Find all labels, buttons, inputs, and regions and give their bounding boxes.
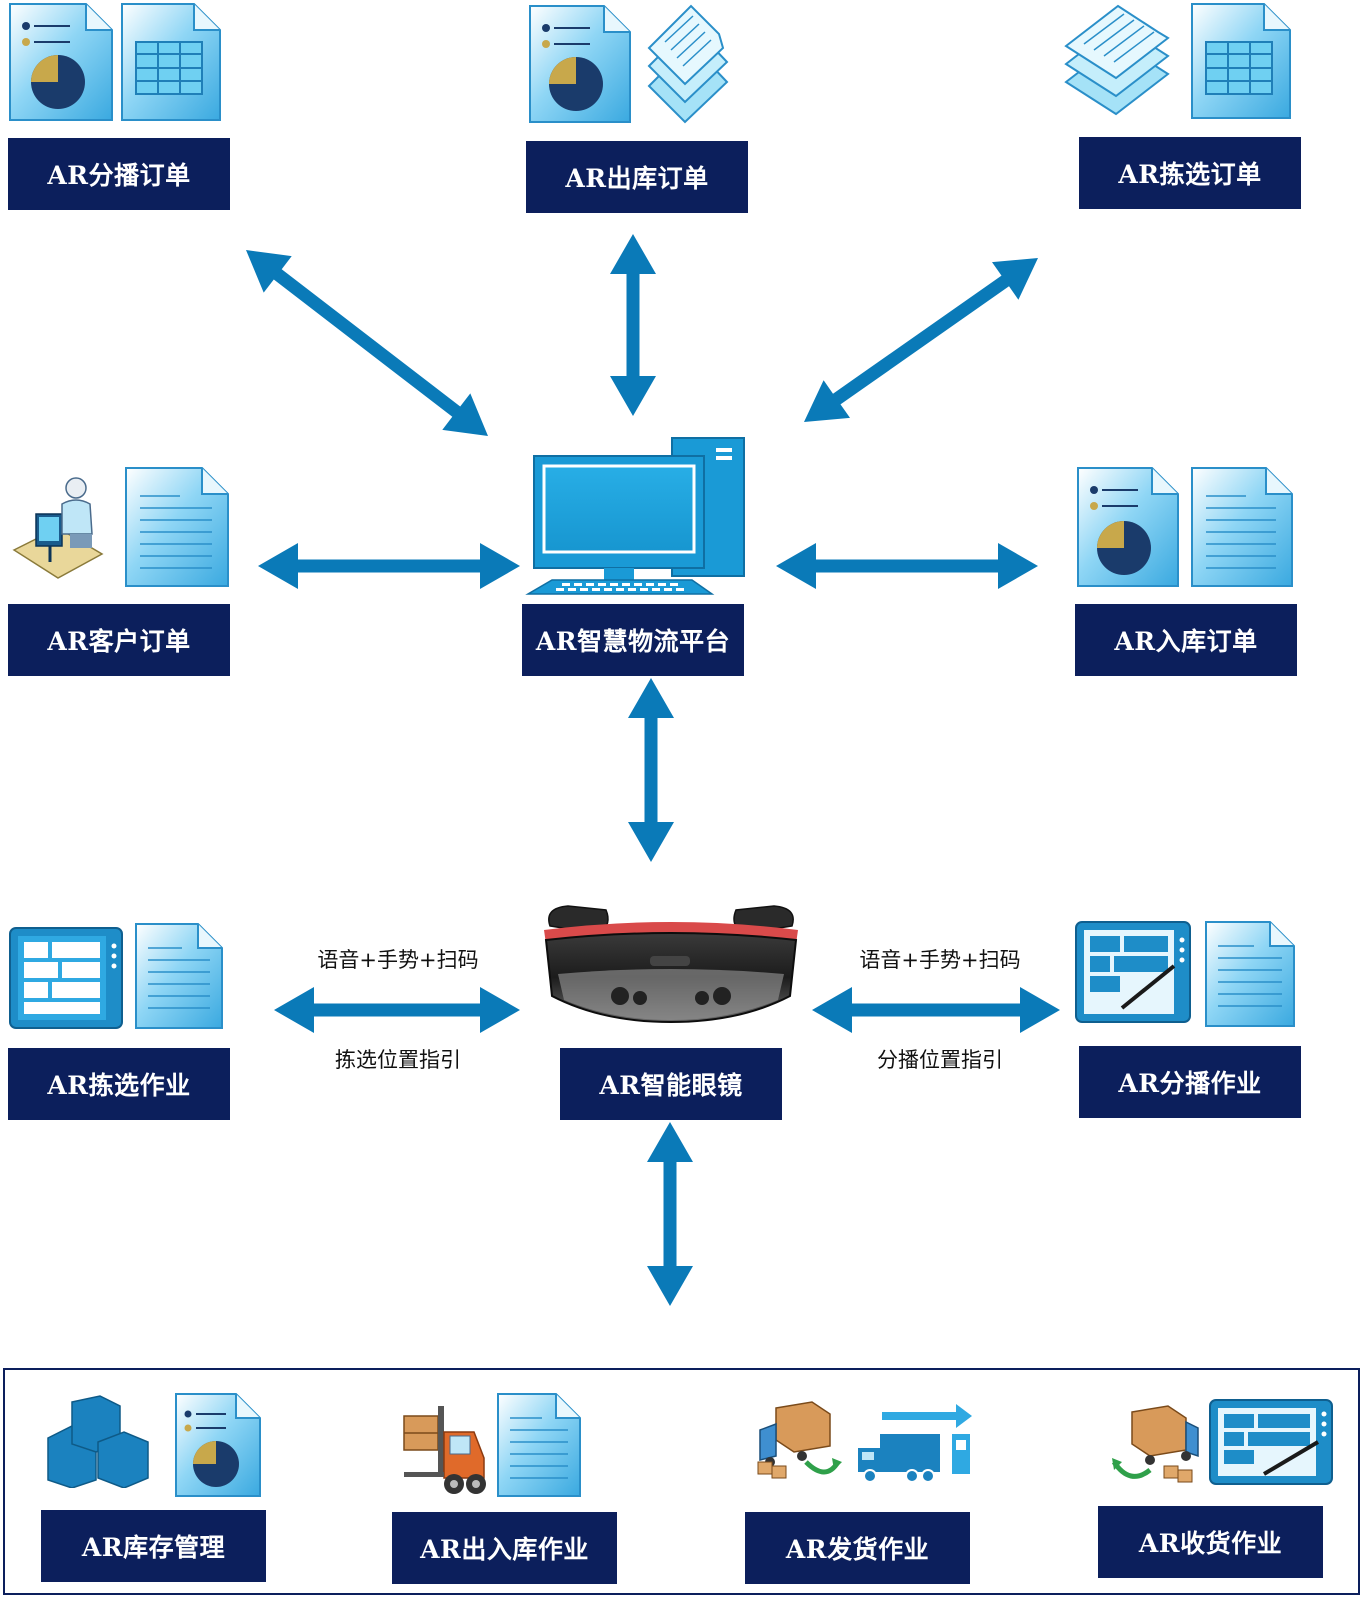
text-document-icon [1191, 467, 1293, 587]
pie-report-document-icon [1077, 467, 1179, 587]
pie-report-document-icon [175, 1393, 261, 1497]
node-label-top-left: AR分播订单 [8, 138, 230, 210]
operations-frame [3, 1368, 1360, 1595]
desktop-computer-icon [525, 437, 745, 595]
node-label-center: AR智慧物流平台 [522, 604, 744, 676]
customer-at-desk-icon [12, 477, 104, 579]
arrow-glasses-operations [647, 1122, 693, 1306]
receiving-truck-boxes-icon [1111, 1405, 1199, 1483]
node-label-mid-right: AR入库订单 [1075, 604, 1297, 676]
arrow-center-top [610, 234, 656, 416]
node-label-shipping: AR发货作业 [745, 1512, 970, 1584]
forklift-icon [403, 1406, 486, 1494]
arrow-glasses-pick-work [274, 987, 520, 1033]
pie-report-document-icon [9, 3, 113, 121]
node-label-top-right: AR拣选订单 [1079, 137, 1301, 209]
delivery-truck-boxes-icon [757, 1401, 842, 1479]
pie-report-document-icon [529, 5, 631, 123]
note-left-top: 语音+手势+扫码 [317, 948, 479, 972]
truck-dispatch-icon [858, 1404, 972, 1483]
note-right-bottom: 分播位置指引 [877, 1048, 1003, 1072]
tablet-pen-icon [1209, 1399, 1333, 1485]
node-label-glasses: AR智能眼镜 [560, 1048, 782, 1120]
text-document-icon [125, 467, 229, 587]
arrow-glasses-sort-work [812, 987, 1060, 1033]
stacked-papers-icon [1064, 4, 1170, 116]
note-right-top: 语音+手势+扫码 [859, 948, 1021, 972]
stacked-papers-icon [647, 4, 729, 124]
arrow-group [246, 234, 1060, 1306]
arrow-center-mid-left [258, 543, 520, 589]
tablet-pen-icon [1075, 921, 1191, 1023]
tablet-grid-icon [9, 927, 123, 1029]
node-label-pick-work: AR拣选作业 [8, 1048, 230, 1120]
arrow-center-mid-right [776, 543, 1038, 589]
node-label-top-center: AR出库订单 [526, 141, 748, 213]
text-document-icon [1205, 921, 1295, 1027]
text-document-icon [497, 1393, 581, 1497]
spreadsheet-document-icon [121, 3, 221, 121]
node-label-receiving: AR收货作业 [1098, 1506, 1323, 1578]
arrow-center-glasses [628, 678, 674, 862]
arrow-center-top-right [804, 258, 1038, 422]
spreadsheet-document-icon [1191, 3, 1291, 119]
warehouse-boxes-icon: 库存 [47, 1395, 149, 1488]
arrow-center-top-left [246, 250, 488, 436]
text-document-icon [135, 923, 223, 1029]
node-label-sort-work: AR分播作业 [1079, 1046, 1301, 1118]
node-label-mid-left: AR客户订单 [8, 604, 230, 676]
note-left-bottom: 拣选位置指引 [335, 1048, 461, 1072]
ar-smart-glasses-icon [544, 905, 798, 1024]
node-label-in-out: AR出入库作业 [392, 1512, 617, 1584]
node-label-inventory: AR库存管理 [41, 1510, 266, 1582]
